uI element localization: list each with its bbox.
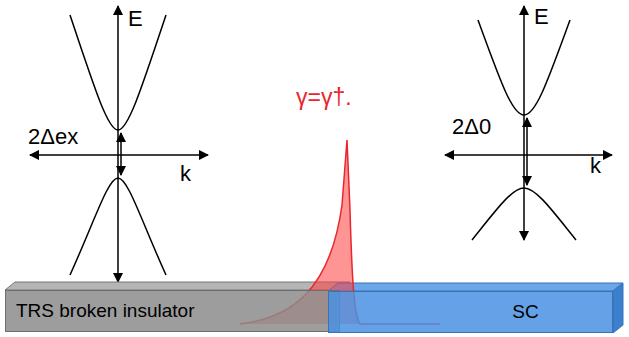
bar-label: TRS broken insulator — [16, 300, 194, 322]
insulator-bar: TRS broken insulator — [5, 290, 340, 332]
insulator-top-face — [5, 282, 350, 290]
axis-label: E — [534, 6, 549, 28]
gap-label: 2Δ0 — [452, 116, 491, 138]
superconductor-bar: SC — [328, 291, 613, 333]
right-band-diagram — [445, 6, 612, 240]
sc-top-face — [328, 283, 623, 291]
axis-label: E — [128, 8, 143, 30]
sc-side-face — [613, 283, 623, 333]
gap-label: 2Δex — [28, 126, 78, 148]
bar-label: SC — [512, 301, 538, 323]
axis-label: k — [180, 163, 191, 185]
axis-label: k — [590, 155, 601, 177]
majorana-label: γ=γ†. — [296, 86, 352, 109]
